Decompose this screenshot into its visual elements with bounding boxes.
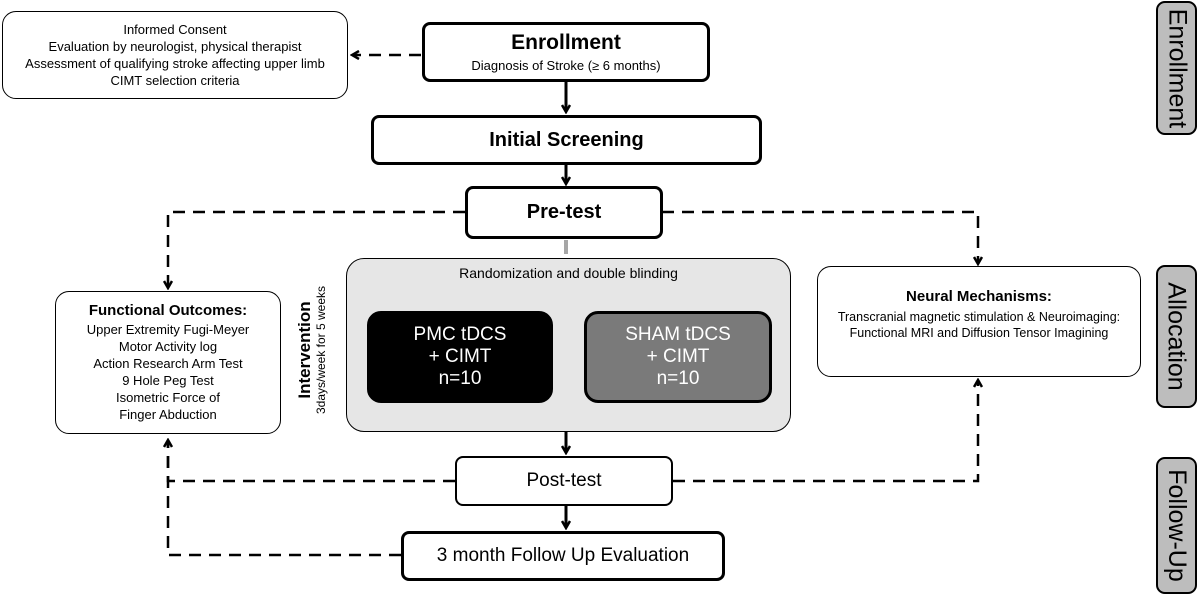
sham-tdcs-box: SHAM tDCS + CIMT n=10 [584, 311, 772, 403]
functional-outcome-item: 9 Hole Peg Test [122, 373, 214, 388]
dashed-followup-to-functional [166, 440, 401, 557]
neural-mechanisms-box: Neural Mechanisms: Transcranial magnetic… [817, 266, 1141, 377]
pmc-line: n=10 [438, 368, 482, 389]
functional-outcomes-title: Functional Outcomes: [88, 302, 248, 319]
pmc-tdcs-box: PMC tDCS + CIMT n=10 [367, 311, 553, 403]
enrollment-subtitle: Diagnosis of Stroke (≥ 6 months) [471, 58, 661, 73]
dashed-pretest-to-neural [662, 210, 978, 264]
sham-line: + CIMT [646, 346, 710, 367]
functional-outcomes-box: Functional Outcomes: Upper Extremity Fug… [55, 291, 281, 434]
functional-outcome-item: Action Research Arm Test [93, 356, 243, 371]
randomization-label: Randomization and double blinding [459, 265, 678, 281]
pmc-line: + CIMT [428, 346, 492, 367]
consent-box: Informed Consent Evaluation by neurologi… [2, 11, 348, 99]
consent-line: Informed Consent [123, 22, 227, 37]
pretest-title: Pre-test [526, 201, 602, 223]
posttest-title: Post-test [526, 470, 602, 491]
neural-mechanisms-line: Transcranial magnetic stimulation & Neur… [837, 310, 1121, 324]
sham-line: n=10 [656, 368, 700, 389]
intervention-sublabel: 3days/week for 5 weeks [314, 285, 328, 415]
intervention-label-block: Intervention 3days/week for 5 weeks [295, 275, 335, 425]
phase-tab-label: Allocation [1163, 282, 1191, 391]
screening-box: Initial Screening [371, 115, 762, 165]
consent-line: Evaluation by neurologist, physical ther… [48, 39, 302, 54]
posttest-box: Post-test [455, 456, 673, 506]
enrollment-title: Enrollment [511, 31, 621, 54]
consent-line: Assessment of qualifying stroke affectin… [25, 56, 325, 71]
screening-title: Initial Screening [489, 128, 644, 151]
phase-tab-label: Enrollment [1163, 8, 1191, 128]
neural-mechanisms-line: Functional MRI and Diffusion Tensor Imag… [849, 326, 1109, 340]
intervention-label: Intervention [295, 301, 314, 399]
dashed-posttest-to-neural [673, 380, 978, 483]
pmc-line: PMC tDCS [413, 324, 507, 345]
phase-tab-allocation: Allocation [1156, 265, 1197, 408]
neural-mechanisms-title: Neural Mechanisms: [906, 288, 1052, 305]
functional-outcome-item: Isometric Force of [115, 390, 221, 405]
functional-outcome-item: Finger Abduction [119, 407, 217, 422]
followup-box: 3 month Follow Up Evaluation [401, 531, 725, 581]
followup-title: 3 month Follow Up Evaluation [436, 545, 690, 566]
functional-outcome-item: Motor Activity log [118, 339, 218, 354]
dashed-pretest-to-functional [168, 210, 465, 288]
phase-tab-follow-up: Follow-Up [1156, 457, 1197, 594]
consent-line: CIMT selection criteria [110, 73, 240, 88]
phase-tab-enrollment: Enrollment [1156, 1, 1197, 135]
functional-outcome-item: Upper Extremity Fugi-Meyer [86, 322, 250, 337]
pretest-box: Pre-test [465, 186, 663, 239]
sham-line: SHAM tDCS [625, 324, 731, 345]
dashed-posttest-to-functional [168, 440, 455, 483]
enrollment-box: Enrollment Diagnosis of Stroke (≥ 6 mont… [422, 22, 710, 82]
phase-tab-label: Follow-Up [1163, 469, 1191, 582]
